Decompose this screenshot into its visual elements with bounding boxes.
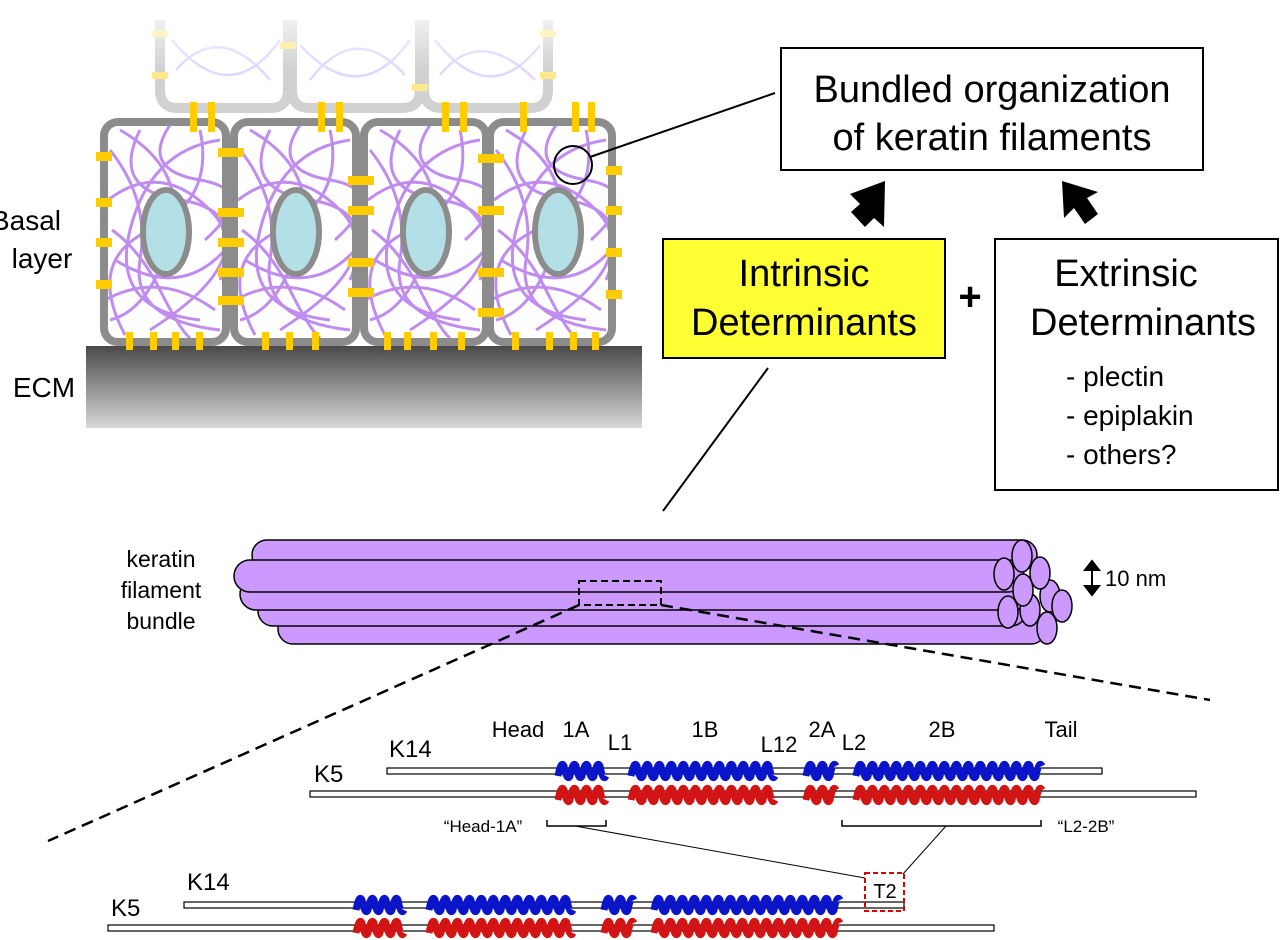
bundle-label-1: keratin bbox=[126, 546, 195, 572]
k5-helix-segment bbox=[600, 917, 638, 939]
k14-helix-segment bbox=[627, 760, 779, 782]
k5-helix-segment bbox=[802, 784, 840, 806]
bundled-organization-box bbox=[780, 47, 1204, 171]
keratin-filament-bundle bbox=[233, 539, 1073, 645]
plus-sign: + bbox=[958, 275, 981, 319]
intrinsic-line2: Determinants bbox=[691, 302, 917, 344]
scale-label: 10 nm bbox=[1105, 566, 1166, 591]
arrow-extrinsic-icon bbox=[1062, 181, 1098, 224]
ecm-label: ECM bbox=[13, 372, 75, 403]
domain-1a: 1A bbox=[563, 717, 590, 742]
k5-label: K5 bbox=[314, 761, 343, 788]
k14-helix-segment bbox=[650, 894, 844, 916]
domain-l2: L2 bbox=[842, 730, 866, 755]
domain-tail: Tail bbox=[1044, 717, 1077, 742]
k5-helix-segment bbox=[425, 917, 577, 939]
k14-helix-segment bbox=[554, 760, 610, 782]
basal-cells bbox=[96, 102, 622, 350]
extrinsic-line1: Extrinsic bbox=[1054, 253, 1198, 295]
arrow-intrinsic-icon bbox=[850, 181, 885, 227]
double-arrow-icon bbox=[1082, 559, 1102, 597]
domain-2b: 2B bbox=[929, 717, 956, 742]
head-1a-label: “Head-1A” bbox=[444, 817, 523, 836]
domain-2a: 2A bbox=[809, 717, 836, 742]
k14-helix-segment bbox=[352, 894, 408, 916]
extrinsic-item-epiplakin: - epiplakin bbox=[1066, 400, 1194, 431]
extrinsic-line2: Determinants bbox=[1030, 302, 1256, 344]
extrinsic-item-others: - others? bbox=[1066, 439, 1177, 470]
k14-label-lower: K14 bbox=[187, 869, 230, 896]
basal-layer-label-1: Basal bbox=[0, 205, 61, 236]
keratin-dimer-t2 bbox=[107, 894, 995, 939]
domain-1b: 1B bbox=[692, 717, 719, 742]
t2-label: T2 bbox=[873, 881, 896, 903]
nucleus bbox=[400, 187, 452, 277]
k5-helix-segment bbox=[554, 784, 610, 806]
domain-l12: L12 bbox=[761, 732, 798, 757]
k5-helix-segment bbox=[352, 917, 408, 939]
nucleus bbox=[532, 187, 584, 277]
k14-helix-segment bbox=[600, 894, 638, 916]
extrinsic-item-plectin: - plectin bbox=[1066, 361, 1164, 392]
k14-helix-segment bbox=[802, 760, 840, 782]
intrinsic-connector bbox=[662, 367, 769, 512]
k14-helix-segment bbox=[852, 760, 1046, 782]
k5-label-lower: K5 bbox=[111, 895, 140, 922]
junctions bbox=[96, 102, 622, 350]
ecm-layer bbox=[86, 346, 642, 428]
t2-mutation-box bbox=[864, 872, 905, 912]
k5-helix-segment bbox=[852, 784, 1046, 806]
k5-helix-segment bbox=[627, 784, 779, 806]
domain-head: Head bbox=[492, 717, 545, 742]
l2-2b-label: “L2-2B” bbox=[1058, 817, 1115, 836]
bundle-label-2: filament bbox=[121, 577, 202, 603]
intrinsic-determinants-box bbox=[662, 238, 946, 359]
nucleus bbox=[270, 187, 322, 277]
k14-helix-segment bbox=[425, 894, 577, 916]
bundle-label-3: bundle bbox=[126, 608, 195, 634]
k14-label: K14 bbox=[389, 736, 432, 763]
k5-helix-segment bbox=[650, 917, 844, 939]
intrinsic-line1: Intrinsic bbox=[739, 253, 870, 295]
basal-layer-label-2: layer bbox=[12, 243, 73, 274]
bundled-title-line2: of keratin filaments bbox=[833, 117, 1152, 159]
bundled-title-line1: Bundled organization bbox=[813, 69, 1170, 111]
zoom-circle bbox=[553, 145, 593, 185]
extrinsic-determinants-box bbox=[994, 238, 1279, 491]
nucleus bbox=[140, 187, 192, 277]
keratin-dimer-domains bbox=[309, 760, 1197, 806]
zoom-region-box bbox=[578, 580, 662, 606]
domain-l1: L1 bbox=[608, 730, 632, 755]
zoom-connector bbox=[589, 92, 776, 158]
